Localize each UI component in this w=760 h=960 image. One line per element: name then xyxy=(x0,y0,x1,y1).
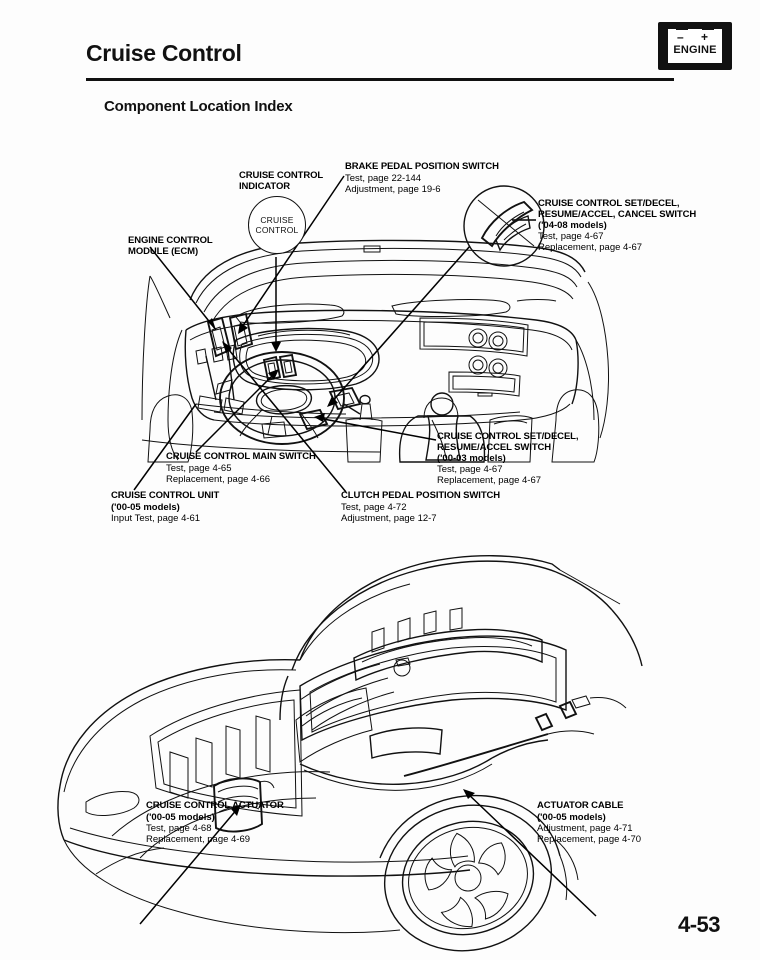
callout-heading-line: CRUISE CONTROL xyxy=(239,170,324,181)
callout-heading-line: CRUISE CONTROL SET/DECEL, xyxy=(437,431,579,442)
callout-model-years: ('00-05 models) xyxy=(537,811,606,823)
plus-symbol: + xyxy=(701,30,709,44)
callout-model-years: ('00-05 models) xyxy=(111,501,180,513)
callout-cruise-control-set-decel-resume-accel-switch: CRUISE CONTROL SET/DECEL, RESUME/ACCEL S… xyxy=(437,431,579,486)
callout-heading-line: ACTUATOR CABLE xyxy=(537,800,624,811)
callout-detail-line: Adjustment, page 4-71 xyxy=(537,822,633,834)
callout-heading-line: CRUISE CONTROL SET/DECEL, xyxy=(538,198,680,209)
callout-heading-line: CRUISE CONTROL MAIN SWITCH xyxy=(166,451,316,462)
callout-model-years: ('00-03 models) xyxy=(437,453,506,464)
dashboard-figure xyxy=(133,175,609,493)
callout-clutch-pedal-position-switch: CLUTCH PEDAL POSITION SWITCH Test, page … xyxy=(341,490,501,524)
callout-detail-line: Test, page 22-144 xyxy=(345,172,422,184)
callout-detail-line: Input Test, page 4-61 xyxy=(111,512,201,524)
battery-terminal-negative xyxy=(676,25,688,30)
callout-heading-line: CRUISE CONTROL UNIT xyxy=(111,490,220,501)
battery-terminal-positive xyxy=(702,25,714,30)
callout-detail-line: Replacement, page 4-69 xyxy=(146,833,251,845)
callout-heading-line: ENGINE CONTROL xyxy=(128,235,213,246)
callout-cruise-control-actuator: CRUISE CONTROL ACTUATOR ('00-05 models) … xyxy=(146,800,284,845)
callout-detail-line: Test, page 4-72 xyxy=(341,501,407,513)
callout-detail-line: Replacement, page 4-70 xyxy=(537,833,642,845)
callout-detail-line: Adjustment, page 19-6 xyxy=(345,183,441,195)
callout-heading-line: CRUISE CONTROL ACTUATOR xyxy=(146,800,284,811)
callout-heading-line: BRAKE PEDAL POSITION SWITCH xyxy=(345,161,499,172)
callout-cruise-control-indicator: CRUISE CONTROL INDICATOR xyxy=(239,170,324,192)
battery-icon: – + ENGINE xyxy=(668,25,722,63)
callout-heading-line: MODULE (ECM) xyxy=(128,245,199,257)
callout-cruise-control-unit: CRUISE CONTROL UNIT ('00-05 models) Inpu… xyxy=(111,490,220,524)
callout-detail-line: Test, page 4-68 xyxy=(146,822,212,834)
engine-tab: – + ENGINE xyxy=(658,22,732,70)
minus-symbol: – xyxy=(677,30,684,44)
callout-engine-control-module: ENGINE CONTROL MODULE (ECM) xyxy=(128,235,213,257)
page-title: Cruise Control xyxy=(86,40,242,66)
callout-detail-line: Test, page 4-67 xyxy=(437,464,503,475)
callout-detail-line: Replacement, page 4-67 xyxy=(437,475,542,486)
callout-detail-line: Test, page 4-67 xyxy=(538,231,604,242)
callout-heading-line: CLUTCH PEDAL POSITION SWITCH xyxy=(341,490,501,501)
indicator-line-2: CONTROL xyxy=(255,225,299,235)
callout-heading-line: RESUME/ACCEL SWITCH xyxy=(437,441,552,453)
cruise-control-indicator-symbol: CRUISE CONTROL xyxy=(248,196,306,254)
engine-tab-label: ENGINE xyxy=(673,44,717,56)
callout-detail-line: Replacement, page 4-67 xyxy=(538,242,643,253)
callout-cruise-control-set-decel-resume-accel-cancel-switch: CRUISE CONTROL SET/DECEL, RESUME/ACCEL, … xyxy=(538,198,697,253)
callout-heading-line: RESUME/ACCEL, CANCEL SWITCH xyxy=(538,208,697,220)
section-title: Component Location Index xyxy=(104,98,293,115)
callout-brake-pedal-position-switch: BRAKE PEDAL POSITION SWITCH Test, page 2… xyxy=(345,161,499,195)
callout-detail-line: Adjustment, page 12-7 xyxy=(341,512,437,524)
engine-bay-figure xyxy=(57,555,643,952)
callout-model-years: ('00-05 models) xyxy=(146,811,215,823)
callout-model-years: ('04-08 models) xyxy=(538,220,607,231)
header-divider xyxy=(86,78,674,81)
page-number: 4-53 xyxy=(677,912,721,937)
indicator-line-1: CRUISE xyxy=(260,215,294,225)
callout-detail-line: Replacement, page 4-66 xyxy=(166,473,271,485)
callout-detail-line: Test, page 4-65 xyxy=(166,462,232,474)
callout-heading-line: INDICATOR xyxy=(239,180,290,192)
callout-cruise-control-main-switch: CRUISE CONTROL MAIN SWITCH Test, page 4-… xyxy=(166,451,316,485)
callout-actuator-cable: ACTUATOR CABLE ('00-05 models) Adjustmen… xyxy=(537,800,642,845)
set-decel-switch-detail-callout xyxy=(463,185,545,267)
